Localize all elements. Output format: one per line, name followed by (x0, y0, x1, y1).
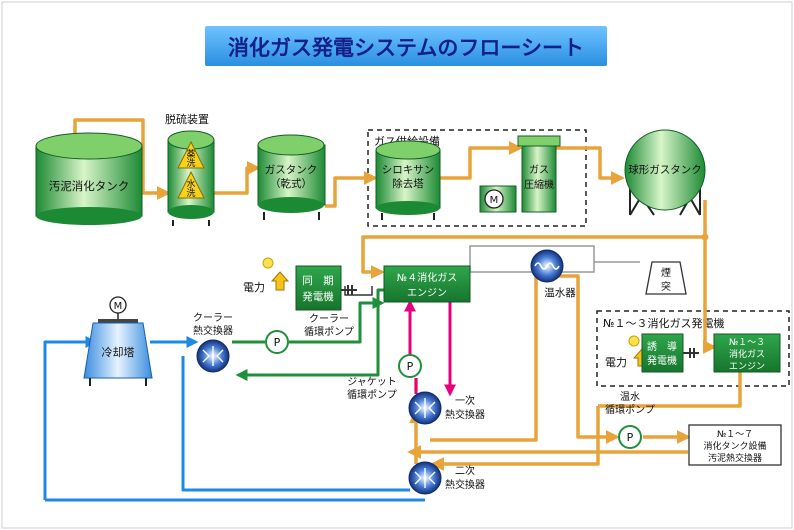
water-heater: 温水器 (530, 249, 576, 299)
secondary-hx-label-1: 二次 (455, 464, 475, 477)
hot-pump-icon (618, 425, 642, 449)
water-wash-top: 水 (186, 178, 195, 190)
sync-gen-label-2: 発電機 (302, 290, 334, 303)
power-label-right: 電力 (605, 356, 627, 369)
jacket-water-lines (404, 299, 456, 397)
chemical-wash-top: 薬 (186, 148, 195, 160)
cooling-tower-label: 冷却塔 (102, 346, 135, 359)
hot-water-lines (407, 268, 742, 471)
engine4-label-1: №４消化ガス (397, 271, 457, 284)
motor-icon (484, 189, 504, 209)
chemical-wash-bottom: 洗 (186, 157, 195, 169)
hot-pump-label-1: 温水 (620, 391, 640, 403)
cooler-pump-label-2: 循環ポンプ (304, 325, 354, 338)
water-heater-label: 温水器 (544, 287, 576, 299)
cooling-motor-label: M (114, 301, 123, 312)
gas-tank-type: （乾式） (270, 177, 312, 190)
cooler-pump-symbol: P (274, 336, 281, 349)
desulfurizer: 薬 洗 水 洗 (167, 130, 215, 226)
induction-gen-label-1: 誘 導 (647, 340, 677, 353)
cooling-tower: M 冷却塔 (83, 296, 153, 386)
engine13-label-3: エンジン (729, 362, 765, 372)
engine-no4: №４消化ガス エンジン (383, 265, 471, 303)
gas-compressor: M ガス 圧縮機 (479, 135, 561, 213)
cooler-hx-label-1: クーラー (193, 312, 233, 324)
chimney-label-1: 煙 (661, 267, 671, 279)
generator-group-label: №１～３消化ガス発電機 (603, 316, 724, 330)
gas-tank-label: ガスタンク (265, 164, 318, 176)
light-bulb-icon-right (628, 335, 640, 347)
spherical-gas-tank: 球形ガスタンク (624, 129, 706, 216)
generator-group-box (596, 310, 790, 387)
jacket-pump-label-1: ジャケット (347, 376, 397, 388)
cooling-water-lines (43, 336, 425, 502)
compressor-motor-label: M (490, 195, 499, 206)
desulfurizer-label: 脱硫装置 (165, 112, 209, 126)
hot-water-pump: P (618, 425, 642, 449)
up-arrow-icon (270, 271, 290, 291)
jacket-pump: P (398, 354, 422, 378)
gas-tank-dry: ガスタンク （乾式） (257, 134, 326, 220)
synchronous-generator: 同 期 発電機 (295, 265, 342, 311)
cooler-lines (232, 285, 699, 381)
chimney: 煙 突 (645, 261, 687, 295)
jacket-pump-icon (398, 354, 422, 378)
cooler-pump-label-1: クーラー (309, 313, 349, 325)
engine13-label-1: №１～３ (729, 338, 765, 348)
power-label-left: 電力 (243, 281, 265, 294)
digest-hx-label-1: №１～７ (717, 430, 753, 440)
cooler-pump: P (265, 330, 289, 354)
compressor-label-1: ガス (529, 164, 549, 176)
cooler-pump-icon (265, 330, 289, 354)
jacket-pump-symbol: P (407, 360, 414, 373)
sync-gen-label-1: 同 期 (302, 275, 334, 287)
spherical-tank-label: 球形ガスタンク (628, 163, 702, 176)
siloxane-label-2: 除去塔 (392, 177, 424, 190)
primary-hx-label-1: 一次 (455, 394, 475, 407)
induction-generator: 誘 導 発電機 (641, 333, 684, 373)
engine4-label-2: エンジン (407, 288, 447, 299)
title-banner: 消化ガス発電システムのフローシート (205, 26, 607, 66)
jacket-pump-label-2: 循環ポンプ (347, 388, 397, 401)
primary-hx-label-2: 熱交換器 (445, 408, 485, 421)
hot-pump-symbol: P (627, 431, 634, 444)
digest-hx-label-3: 汚泥熱交換器 (708, 452, 762, 464)
primary-heat-exchanger (408, 391, 442, 425)
siloxane-removal-tower: シロキサン 除去塔 (375, 140, 441, 220)
siloxane-label-1: シロキサン (382, 164, 435, 176)
digestion-sludge-hx-box: №１～７ 消化タンク設備 汚泥熱交換器 (688, 424, 782, 466)
engine-no1-3: №１～３ 消化ガス エンジン (713, 333, 781, 373)
sludge-digestion-tank: 汚泥消化タンク (35, 132, 143, 225)
cooler-hx-label-2: 熱交換器 (193, 324, 233, 337)
digest-hx-label-2: 消化タンク設備 (703, 440, 766, 452)
gas-lines (73, 118, 717, 354)
chimney-label-2: 突 (661, 280, 671, 293)
secondary-heat-exchanger (408, 461, 442, 495)
induction-gen-label-2: 発電機 (647, 354, 677, 367)
hot-pump-label-2: 循環ポンプ (605, 403, 655, 416)
light-bulb-icon (262, 257, 274, 269)
water-wash-bottom: 洗 (186, 187, 195, 199)
secondary-hx-label-2: 熱交換器 (445, 478, 485, 491)
page-title: 消化ガス発電システムのフローシート (228, 36, 584, 60)
cooler-heat-exchanger (196, 339, 230, 373)
sludge-tank-label: 汚泥消化タンク (49, 179, 130, 193)
engine13-label-2: 消化ガス (729, 348, 765, 360)
power-output-left: 電力 (243, 257, 290, 294)
compressor-label-2: 圧縮機 (524, 178, 554, 191)
